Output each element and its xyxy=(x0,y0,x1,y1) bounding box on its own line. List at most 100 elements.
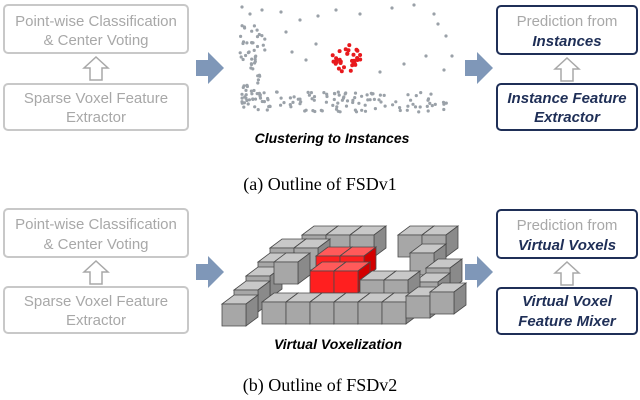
b-right-bottom-line2: Feature Mixer xyxy=(518,313,617,330)
b-middle-label: Virtual Voxelization xyxy=(274,336,402,352)
a-caption: (a) Outline of FSDv1 xyxy=(243,174,396,195)
point xyxy=(360,94,364,98)
point xyxy=(298,102,302,106)
a-left-top-box xyxy=(3,4,189,54)
a-left-bottom-box xyxy=(3,83,189,131)
point xyxy=(260,34,264,38)
point xyxy=(325,94,329,99)
b-left-top-line2: & Center Voting xyxy=(43,236,148,253)
a-right-bottom-box xyxy=(496,83,638,131)
point xyxy=(298,97,302,101)
a-right-bottom-line1: Instance Feature xyxy=(507,90,626,107)
point xyxy=(250,29,254,33)
a-left-top-line2: & Center Voting xyxy=(43,32,148,49)
point xyxy=(284,30,288,34)
b-left-top-line1: Point-wise Classification xyxy=(15,216,177,233)
voxel-front xyxy=(381,301,407,325)
point xyxy=(260,8,264,12)
point xyxy=(332,97,336,102)
point xyxy=(406,93,410,97)
voxel-front xyxy=(333,301,359,325)
point xyxy=(336,90,340,94)
a-right-top-line2: Instances xyxy=(532,33,601,50)
point xyxy=(331,103,335,107)
b-left-bottom-box xyxy=(3,286,189,334)
point xyxy=(248,12,252,16)
a-right-bottom-line2: Extractor xyxy=(534,109,601,126)
point xyxy=(368,98,372,102)
point xyxy=(334,8,338,12)
panel-a: Point-wise Classification & Center Votin… xyxy=(3,3,638,195)
point xyxy=(316,14,320,18)
point xyxy=(263,48,267,52)
instance-point xyxy=(347,43,352,48)
point xyxy=(250,41,254,45)
point-cloud xyxy=(238,3,454,114)
point xyxy=(253,105,257,109)
point xyxy=(310,97,314,101)
point xyxy=(240,24,244,28)
point xyxy=(426,109,430,113)
point xyxy=(353,96,357,100)
instance-point xyxy=(336,66,341,71)
b-right-top-line1: Prediction from xyxy=(517,217,618,234)
point xyxy=(241,85,245,90)
point xyxy=(252,24,256,28)
point xyxy=(336,101,340,105)
point xyxy=(358,12,362,16)
point xyxy=(254,54,258,58)
point xyxy=(344,104,349,108)
voxel-front xyxy=(357,301,383,325)
point xyxy=(433,102,437,106)
point xyxy=(261,43,265,47)
point xyxy=(424,54,428,58)
point xyxy=(333,92,337,96)
instance-point xyxy=(339,69,344,74)
point xyxy=(253,97,258,101)
point xyxy=(241,40,246,44)
point xyxy=(279,10,283,14)
point xyxy=(245,41,249,45)
a-right-top-line1: Prediction from xyxy=(517,13,618,30)
point xyxy=(246,51,250,55)
point xyxy=(257,32,261,37)
point xyxy=(260,99,264,104)
instance-point xyxy=(330,53,335,58)
instance-point xyxy=(358,53,363,57)
point xyxy=(282,101,286,105)
instance-point xyxy=(358,57,363,62)
point xyxy=(258,93,262,97)
panel-b: Point-wise Classification & Center Votin… xyxy=(3,208,638,396)
point xyxy=(312,98,316,102)
point xyxy=(256,78,260,82)
instance-point xyxy=(342,65,346,70)
point xyxy=(338,110,342,114)
point xyxy=(450,54,454,58)
a-right-top-box xyxy=(496,5,638,55)
point xyxy=(252,48,256,53)
point xyxy=(238,51,242,55)
point xyxy=(378,70,382,74)
point xyxy=(379,100,383,104)
point xyxy=(357,101,361,105)
point xyxy=(255,28,259,32)
point xyxy=(244,88,248,92)
point xyxy=(279,103,283,107)
point xyxy=(383,104,387,108)
voxel-front xyxy=(405,295,431,319)
point xyxy=(366,98,370,102)
instance-point xyxy=(351,52,356,57)
point xyxy=(436,22,440,26)
point xyxy=(418,105,422,109)
point xyxy=(258,96,263,100)
point xyxy=(341,96,345,100)
point xyxy=(322,91,326,95)
point xyxy=(298,18,302,22)
point xyxy=(288,96,292,100)
point xyxy=(307,93,311,97)
point xyxy=(309,91,313,95)
point xyxy=(360,108,364,112)
point xyxy=(412,3,416,7)
point xyxy=(253,59,257,64)
